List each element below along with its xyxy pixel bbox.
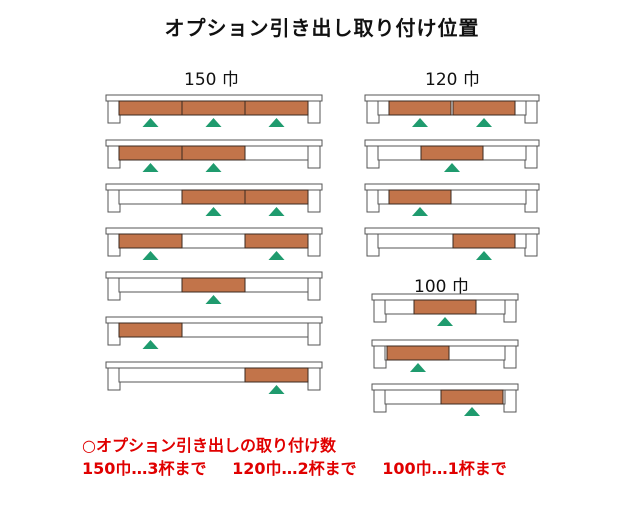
cabinet-150-7-right-leg: [307, 367, 321, 391]
cabinet-120-2-top: [364, 139, 540, 147]
cabinet-150-4-marker-3: [268, 251, 285, 260]
cabinet-100-1-left-leg: [373, 299, 387, 323]
cabinet-150-6-marker-1: [142, 340, 159, 349]
cabinet-150-3-drawer-2: [181, 189, 246, 205]
cabinet-150-2-marker-2: [205, 163, 222, 172]
group-label-120: 120 巾: [425, 70, 480, 90]
cabinet-120-4-marker-1: [476, 251, 492, 260]
cabinet-150-3-marker-2: [205, 207, 222, 216]
cabinet-120-1-right-leg: [524, 100, 538, 124]
cabinet-100-2-top: [371, 339, 519, 347]
note-count-100: 100巾…1杯まで: [382, 459, 507, 478]
cabinet-120-4-drawer-1: [452, 233, 516, 249]
cabinet-150-1-drawer-2: [181, 100, 246, 116]
cabinet-150-6-left-leg: [107, 322, 121, 346]
cabinet-120-3-drawer-1: [388, 189, 452, 205]
cabinet-150-5-drawer-2: [181, 277, 246, 293]
cabinet-150-7-drawer-3: [244, 367, 309, 383]
note-count-150: 150巾…3杯まで: [82, 459, 207, 478]
cabinet-150-7-left-leg: [107, 367, 121, 391]
cabinet-150-3-marker-3: [268, 207, 285, 216]
cabinet-150-1-left-leg: [107, 100, 121, 124]
cabinet-150-4-right-leg: [307, 233, 321, 257]
cabinet-150-3-left-leg: [107, 189, 121, 213]
cabinet-150-6-drawer-1: [118, 322, 183, 338]
cabinet-150-3-drawer-3: [244, 189, 309, 205]
cabinet-120-2-marker-1: [444, 163, 460, 172]
cabinet-150-5-top: [105, 271, 323, 279]
cabinet-150-1-drawer-3: [244, 100, 309, 116]
note-heading: ○オプション引き出しの取り付け数: [82, 436, 336, 455]
cabinet-150-3-right-leg: [307, 189, 321, 213]
cabinet-150-2-drawer-2: [181, 145, 246, 161]
cabinet-150-2-right-leg: [307, 145, 321, 169]
cabinet-120-1-top: [364, 94, 540, 102]
cabinet-100-3-drawer-1: [440, 389, 504, 405]
cabinet-100-3-right-leg: [503, 389, 517, 413]
cabinet-150-5-left-leg: [107, 277, 121, 301]
cabinet-120-3-right-leg: [524, 189, 538, 213]
cabinet-100-3-top: [371, 383, 519, 391]
cabinet-100-3-left-leg: [373, 389, 387, 413]
cabinet-150-2-marker-1: [142, 163, 159, 172]
cabinet-150-4-top: [105, 227, 323, 235]
cabinet-100-3-marker-1: [464, 407, 480, 416]
cabinet-150-1-right-leg: [307, 100, 321, 124]
cabinet-150-1-marker-3: [268, 118, 285, 127]
cabinet-150-1-marker-2: [205, 118, 222, 127]
cabinet-120-1-drawer-2: [452, 100, 516, 116]
cabinet-120-1-drawer-1: [388, 100, 452, 116]
cabinet-120-2-drawer-1: [420, 145, 484, 161]
cabinet-150-5-right-leg: [307, 277, 321, 301]
note-counts: 150巾…3杯まで 120巾…2杯まで 100巾…1杯まで: [82, 455, 527, 479]
group-label-150: 150 巾: [184, 70, 239, 90]
note-count-120: 120巾…2杯まで: [232, 459, 357, 478]
cabinet-120-2-left-leg: [366, 145, 380, 169]
cabinet-150-4-left-leg: [107, 233, 121, 257]
cabinet-120-3-top: [364, 183, 540, 191]
cabinet-100-1-top: [371, 293, 519, 301]
cabinet-150-4-drawer-3: [244, 233, 309, 249]
cabinet-120-1-left-leg: [366, 100, 380, 124]
cabinet-120-4-left-leg: [366, 233, 380, 257]
cabinet-150-3-top: [105, 183, 323, 191]
group-label-100: 100 巾: [414, 277, 469, 297]
cabinet-150-1-top: [105, 94, 323, 102]
cabinet-150-6-top: [105, 316, 323, 324]
cabinet-150-1-marker-1: [142, 118, 159, 127]
cabinet-120-4-right-leg: [524, 233, 538, 257]
cabinet-150-1-drawer-1: [118, 100, 183, 116]
cabinet-100-2-left-leg: [373, 345, 387, 369]
cabinet-150-5-marker-2: [205, 295, 222, 304]
cabinet-150-4-marker-1: [142, 251, 159, 260]
cabinet-120-4-top: [364, 227, 540, 235]
cabinet-150-7-top: [105, 361, 323, 369]
cabinet-150-4-drawer-1: [118, 233, 183, 249]
cabinet-100-1-marker-1: [437, 317, 453, 326]
cabinet-120-3-left-leg: [366, 189, 380, 213]
cabinet-150-2-drawer-1: [118, 145, 183, 161]
cabinet-100-2-marker-1: [410, 363, 426, 372]
cabinet-150-6-right-leg: [307, 322, 321, 346]
cabinet-100-1-right-leg: [503, 299, 517, 323]
cabinet-120-2-right-leg: [524, 145, 538, 169]
page-title: オプション引き出し取り付け位置: [164, 16, 480, 40]
cabinet-150-2-top: [105, 139, 323, 147]
cabinet-120-1-marker-1: [412, 118, 428, 127]
cabinet-100-2-drawer-1: [386, 345, 450, 361]
cabinet-100-2-right-leg: [503, 345, 517, 369]
cabinet-150-7-marker-3: [268, 385, 285, 394]
cabinet-150-2-left-leg: [107, 145, 121, 169]
cabinet-100-1-drawer-1: [413, 299, 477, 315]
cabinet-120-1-marker-2: [476, 118, 492, 127]
cabinet-120-3-marker-1: [412, 207, 428, 216]
